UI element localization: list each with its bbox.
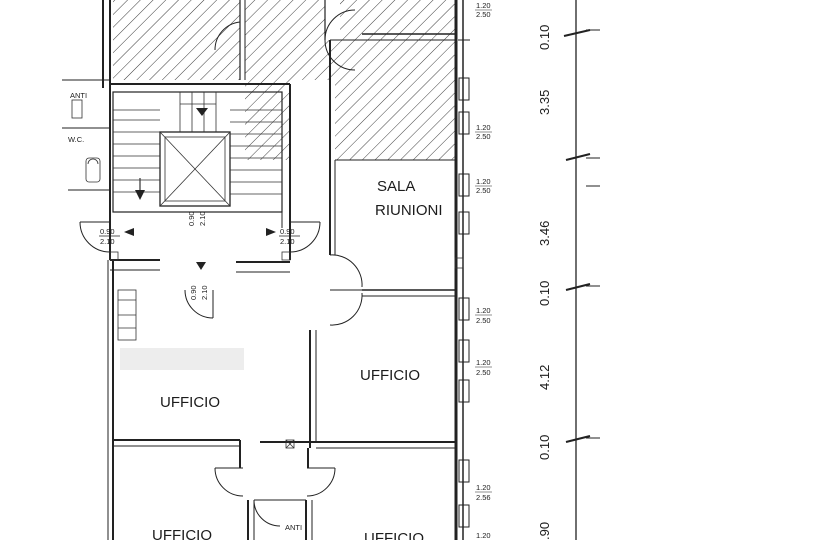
window-dim-3-height: 2.50	[476, 186, 491, 195]
door-dim-elev-width: 0.90	[187, 211, 196, 226]
window-dim-6-width: 1.20	[476, 483, 491, 492]
window-dim-5-height: 2.50	[476, 368, 491, 377]
dim-0-10-mid: 0.10	[537, 281, 552, 306]
window-dim-2-height: 2.50	[476, 132, 491, 141]
window-dim-1-height: 2.50	[476, 10, 491, 19]
label-wc: W.C.	[68, 135, 84, 144]
vertical-dimensions: 0.10 3.35 3.46 0.10 4.12 0.10 .90	[537, 25, 552, 540]
dimension-line	[563, 0, 600, 540]
door-dim-stair-height: 2.10	[200, 285, 209, 300]
label-anti-top: ANTI	[70, 91, 87, 100]
window-dimensions: 1.20 2.50 1.20 2.50 1.20 2.50 1.20 2.50 …	[475, 1, 492, 540]
window-dim-6-height: 2.56	[476, 493, 491, 502]
dim-3-35: 3.35	[537, 90, 552, 115]
window-dim-1-width: 1.20	[476, 1, 491, 10]
staircase	[113, 92, 282, 207]
room-label-riunioni: RIUNIONI	[375, 202, 443, 219]
small-labels: ANTI W.C. ANTI	[68, 91, 302, 532]
dim-0-10-top: 0.10	[537, 25, 552, 50]
room-label-ufficio-bottom-right: UFFICIO	[364, 530, 424, 540]
dim-4-12: 4.12	[537, 365, 552, 390]
room-label-ufficio-left: UFFICIO	[160, 394, 220, 411]
room-labels: SALA RIUNIONI UFFICIO UFFICIO UFFICIO UF…	[152, 178, 443, 540]
room-label-ufficio-right: UFFICIO	[360, 367, 420, 384]
exterior-wall	[454, 0, 470, 540]
window-dim-2-width: 1.20	[476, 123, 491, 132]
walls	[62, 0, 455, 540]
door-dim-left-width: 0.90	[100, 227, 115, 236]
window-dim-4-width: 1.20	[476, 306, 491, 315]
label-anti-bottom: ANTI	[285, 523, 302, 532]
window-dim-5-width: 1.20	[476, 358, 491, 367]
room-label-sala: SALA	[377, 178, 415, 195]
window-dim-7-width: 1.20	[476, 531, 491, 540]
dim-0-10-low: 0.10	[537, 435, 552, 460]
fixtures	[71, 99, 464, 449]
door-dim-right-width: 0.90	[280, 227, 295, 236]
window-dim-3-width: 1.20	[476, 177, 491, 186]
door-arrows	[124, 228, 276, 270]
dim-3-46: 3.46	[537, 221, 552, 246]
dim-90-bottom: .90	[537, 522, 552, 540]
room-label-ufficio-bottom-left: UFFICIO	[152, 527, 212, 540]
door-swings	[79, 9, 363, 527]
door-dim-right-height: 2.10	[280, 237, 295, 246]
door-dim-left-height: 2.10	[100, 237, 115, 246]
door-dim-elev-height: 2.10	[198, 211, 207, 226]
door-dim-stair-width: 0.90	[189, 285, 198, 300]
door-dimensions: 0.90 2.10 0.90 2.10 0.90 2.10 0.90 2.10	[99, 211, 300, 300]
window-dim-4-height: 2.50	[476, 316, 491, 325]
window-markers	[458, 77, 470, 528]
